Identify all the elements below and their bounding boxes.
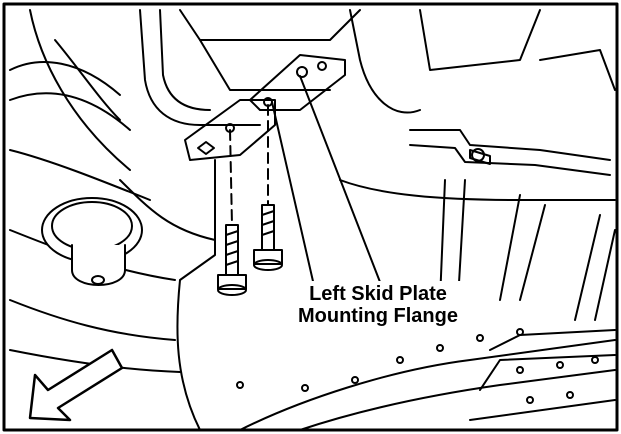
bushing [41, 197, 143, 286]
skid-plate-callout: Left Skid Plate Mounting Flange [268, 281, 488, 329]
crossmember [409, 129, 611, 176]
callout-line-1: Left Skid Plate [309, 283, 447, 305]
callout-line-2: Mounting Flange [298, 305, 458, 327]
callout-leaders [271, 75, 381, 291]
left-body-panel [9, 9, 151, 201]
mounting-bracket [184, 54, 346, 161]
bolt-left [217, 224, 247, 296]
lower-right-panel [469, 329, 616, 421]
bolt-right [253, 204, 283, 271]
alignment-lines [229, 104, 269, 226]
skid-plate [176, 159, 616, 431]
frame-rail [139, 9, 616, 126]
front-arrow-icon [28, 348, 124, 422]
